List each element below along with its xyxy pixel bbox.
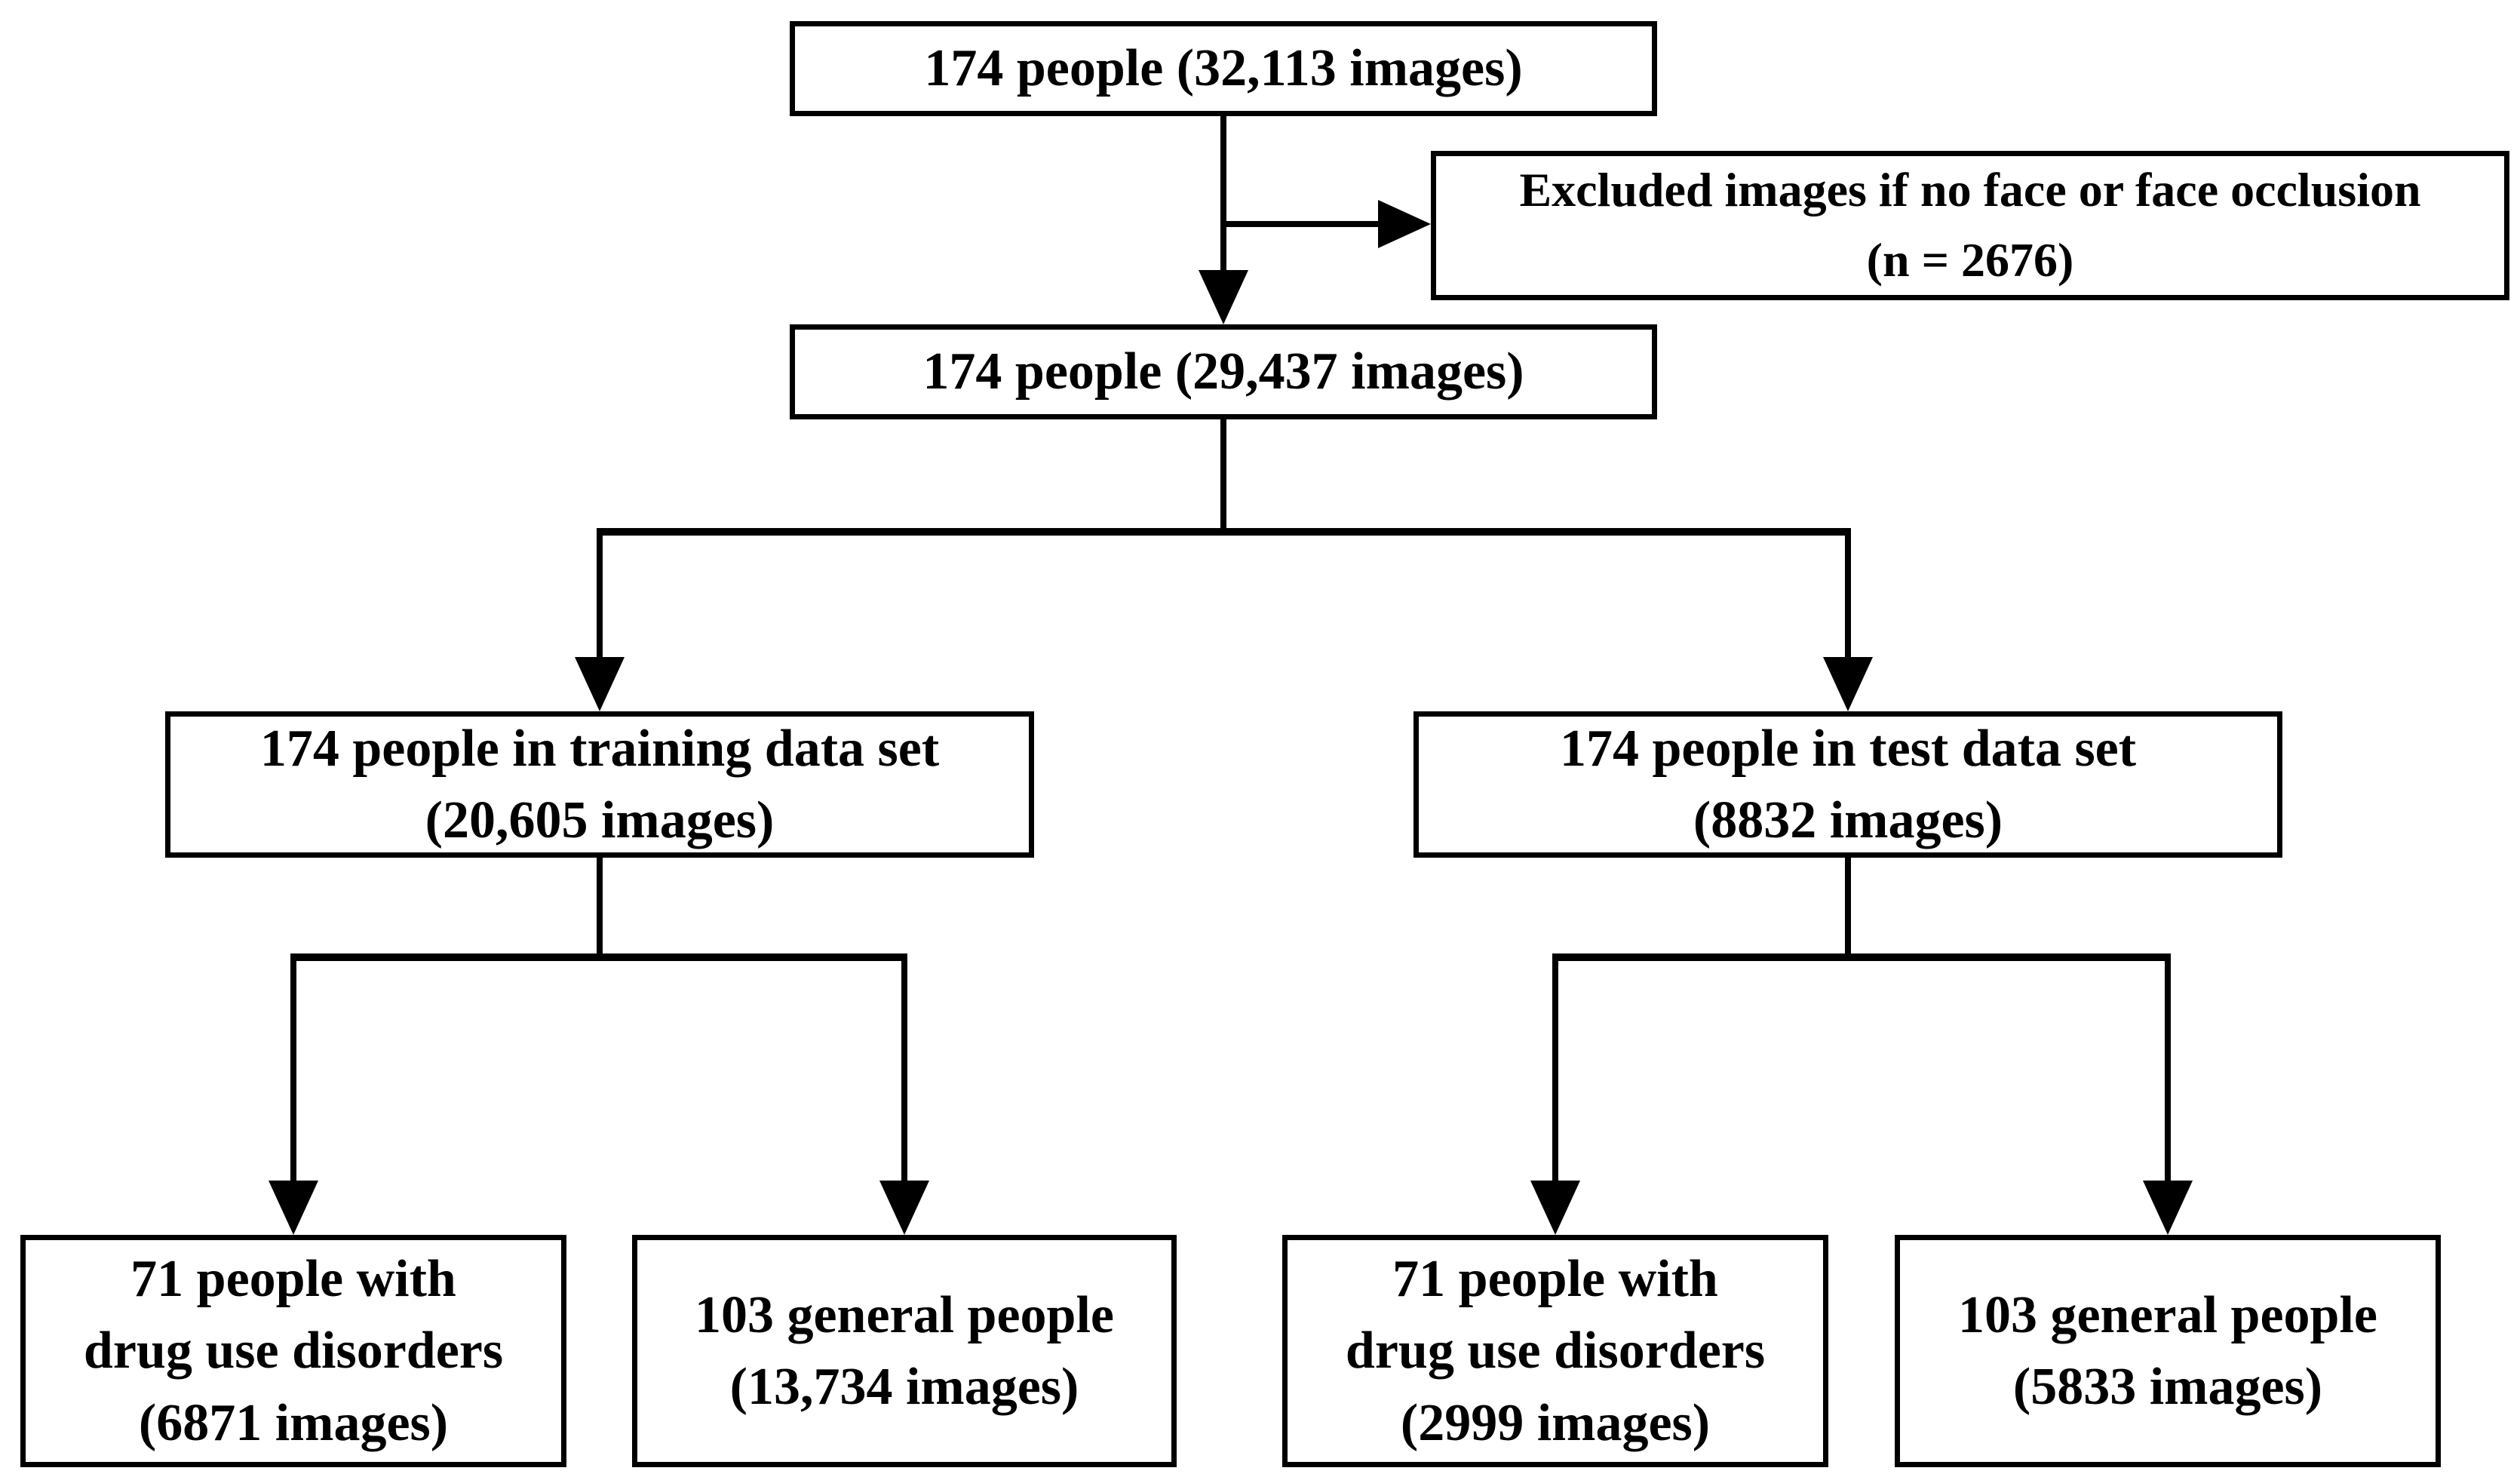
box-after-exclusion: 174 people (29,437 images) [790, 324, 1657, 419]
box-text-line: (6871 images) [138, 1393, 449, 1452]
box-training-drug-use: 71 people with drug use disorders (6871 … [20, 1235, 566, 1467]
box-text-line: (2999 images) [1400, 1393, 1711, 1452]
arrow-down-icon [1823, 657, 1873, 711]
connector-drop-training-drug [290, 953, 296, 1184]
box-text-line: 174 people in test data set [1559, 719, 2137, 778]
box-text: 174 people (29,437 images) [922, 342, 1524, 401]
connector-drop-test-general [2165, 953, 2171, 1184]
connector-to-excluded [1220, 221, 1380, 227]
box-text-line: 71 people with [130, 1250, 456, 1309]
box-text-line: (13,734 images) [729, 1358, 1079, 1416]
box-test-set: 174 people in test data set (8832 images… [1413, 711, 2282, 858]
box-excluded-images: Excluded images if no face or face occlu… [1431, 151, 2509, 300]
box-training-general: 103 general people (13,734 images) [632, 1235, 1177, 1467]
box-text-line: (8832 images) [1693, 791, 2003, 849]
connector-split-bar-level2 [597, 528, 1851, 536]
connector-root-to-after-exclusion [1220, 116, 1226, 276]
box-text-line: (5833 images) [2012, 1358, 2323, 1416]
connector-training-stub [597, 858, 603, 960]
box-text: 174 people (32,113 images) [924, 39, 1523, 98]
box-text-line: Excluded images if no face or face occlu… [1519, 163, 2421, 217]
arrow-right-icon [1378, 200, 1431, 248]
box-text-line: 103 general people [694, 1285, 1115, 1344]
connector-split-bar-test [1552, 953, 2171, 961]
connector-drop-training-general [901, 953, 907, 1184]
box-test-general: 103 general people (5833 images) [1895, 1235, 2441, 1467]
box-test-drug-use: 71 people with drug use disorders (2999 … [1282, 1235, 1828, 1467]
arrow-down-icon [1199, 270, 1248, 324]
connector-drop-test-drug [1552, 953, 1558, 1184]
box-text-line: drug use disorders [83, 1322, 504, 1380]
connector-split-bar-training [290, 953, 907, 961]
box-text-line: 174 people in training data set [259, 719, 940, 778]
box-total-people: 174 people (32,113 images) [790, 21, 1657, 116]
connector-drop-training [597, 528, 603, 660]
box-text-line: (n = 2676) [1866, 233, 2074, 287]
connector-test-stub [1845, 858, 1851, 960]
connector-drop-test [1845, 528, 1851, 660]
box-text-line: 71 people with [1392, 1250, 1718, 1309]
arrow-down-icon [269, 1181, 318, 1235]
arrow-down-icon [879, 1181, 929, 1235]
arrow-down-icon [2143, 1181, 2193, 1235]
box-text-line: (20,605 images) [425, 791, 775, 849]
box-text-line: 103 general people [1957, 1285, 2378, 1344]
connector-after-exclusion-stub [1220, 419, 1226, 534]
box-training-set: 174 people in training data set (20,605 … [165, 711, 1034, 858]
box-text-line: drug use disorders [1345, 1322, 1766, 1380]
arrow-down-icon [1530, 1181, 1580, 1235]
arrow-down-icon [575, 657, 625, 711]
